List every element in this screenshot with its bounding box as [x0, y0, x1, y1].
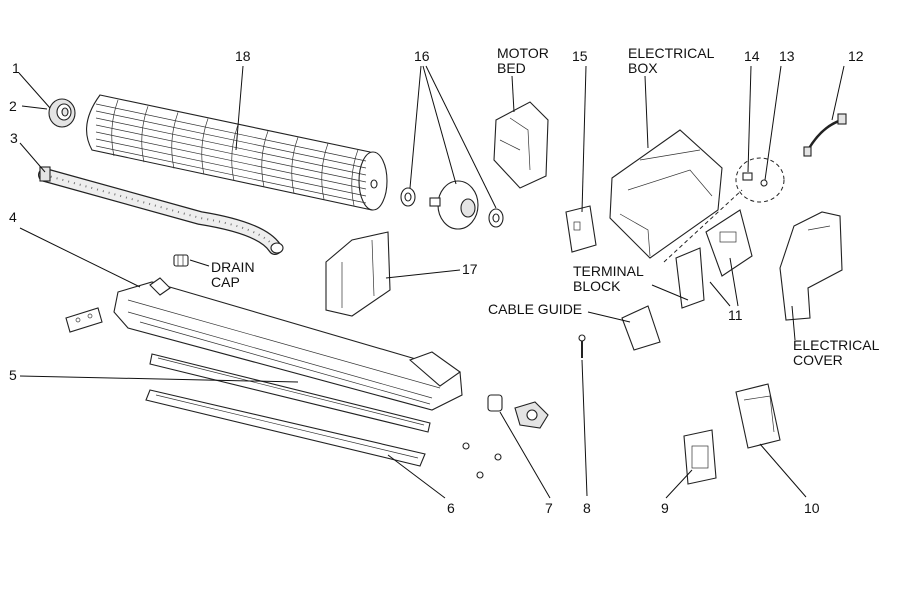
callout-2: 2	[9, 98, 17, 114]
display-board-part	[683, 429, 717, 485]
callout-6: 6	[447, 500, 455, 516]
callout-15: 15	[572, 48, 588, 64]
cable-guide-label: CABLE GUIDE	[488, 301, 582, 317]
cable-guide-part	[621, 305, 661, 351]
callout-17: 17	[462, 261, 478, 277]
lower-louver-part	[145, 389, 426, 467]
screw-part	[578, 334, 586, 358]
drain-cap-label-line1: DRAIN	[211, 259, 255, 275]
mounting-bracket-part	[65, 307, 103, 333]
callout-1: 1	[12, 60, 20, 76]
callout-18: 18	[235, 48, 251, 64]
horizontal-louver-part	[149, 353, 431, 433]
callout-5: 5	[9, 367, 17, 383]
stepping-motor-part	[462, 394, 549, 479]
motor-bed-label-line2: BED	[497, 60, 526, 76]
terminal-block-label-line1: TERMINAL	[573, 263, 644, 279]
electrical-box-part	[609, 129, 723, 259]
box-bracket-part	[565, 205, 597, 253]
callout-9: 9	[661, 500, 669, 516]
thermistor-part	[803, 113, 847, 157]
callout-12: 12	[848, 48, 864, 64]
motor-bed-part	[493, 101, 549, 189]
callout-3: 3	[10, 130, 18, 146]
cross-flow-fan-part	[86, 94, 388, 211]
callout-4: 4	[9, 209, 17, 225]
electrical-cover-part	[779, 211, 843, 321]
callout-10: 10	[804, 500, 820, 516]
motor-bed-label-line1: MOTOR	[497, 45, 549, 61]
receiver-housing-part	[735, 383, 781, 449]
chassis-part	[113, 277, 463, 411]
drain-cap-label-line2: CAP	[211, 274, 240, 290]
detail-callout	[663, 157, 785, 263]
drain-hose-part	[38, 166, 284, 255]
fan-motor-part	[400, 180, 504, 230]
callout-8: 8	[583, 500, 591, 516]
drain-cap-part	[173, 254, 189, 267]
electrical-cover-label-line1: ELECTRICAL	[793, 337, 880, 353]
electrical-box-label-line2: BOX	[628, 60, 658, 76]
electrical-cover-label-line2: COVER	[793, 352, 843, 368]
bearing-part	[48, 98, 76, 128]
callout-16: 16	[414, 48, 430, 64]
callout-labels: 1 2 3 4 5 6 7 8 9 10 11 12 13 14 15 16 1…	[9, 45, 880, 516]
callout-14: 14	[744, 48, 760, 64]
callout-7: 7	[545, 500, 553, 516]
leader-lines	[18, 65, 845, 499]
terminal-block-label-line2: BLOCK	[573, 278, 621, 294]
electrical-box-label-line1: ELECTRICAL	[628, 45, 715, 61]
motor-cover-part	[325, 231, 391, 317]
callout-11: 11	[728, 307, 743, 323]
callout-13: 13	[779, 48, 795, 64]
control-board-part	[675, 209, 753, 309]
